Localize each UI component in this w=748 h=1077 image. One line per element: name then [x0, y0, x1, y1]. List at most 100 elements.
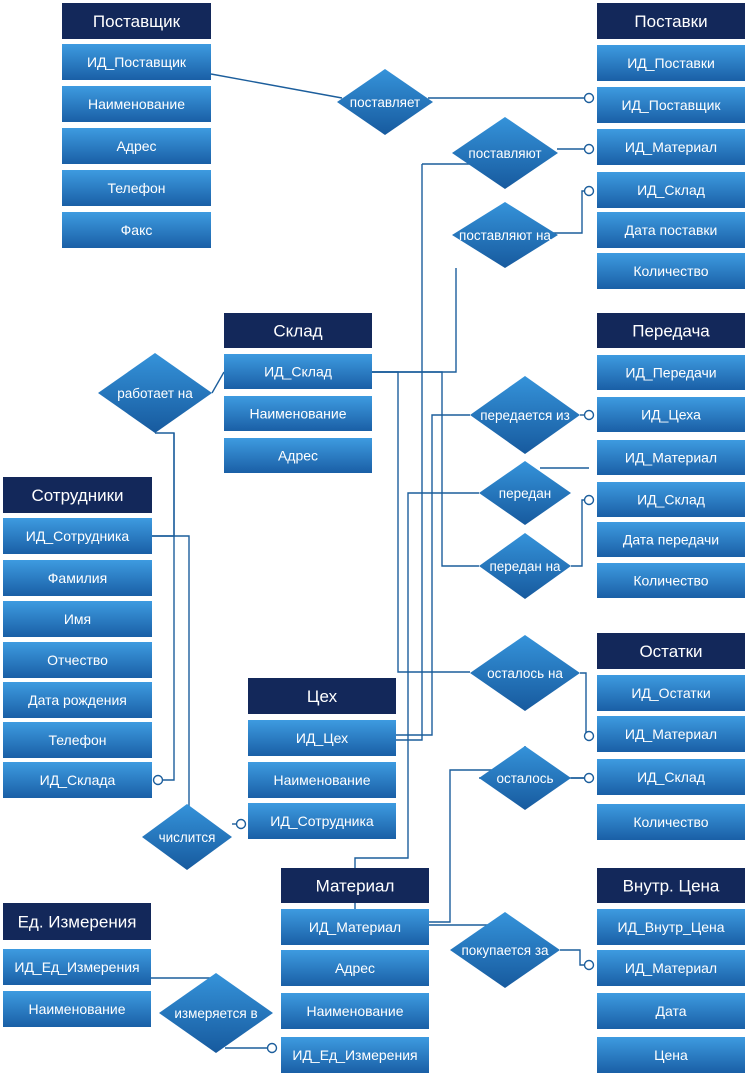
attribute-box[interactable]: [3, 518, 152, 554]
relation-supplies-rel[interactable]: поставляет: [337, 69, 433, 135]
attribute-label: Дата поставки: [625, 222, 718, 238]
attribute-label: Наименование: [306, 1003, 403, 1019]
attribute-box[interactable]: [597, 909, 745, 945]
relation-diamond[interactable]: [142, 804, 232, 870]
attribute-box[interactable]: [248, 803, 396, 839]
attribute-box[interactable]: [597, 397, 745, 432]
attribute-label: Телефон: [48, 732, 106, 748]
attribute-box[interactable]: [224, 396, 372, 431]
relation-transferred-from[interactable]: передается из: [470, 376, 580, 454]
attribute-box[interactable]: [3, 560, 152, 596]
relation-diamond[interactable]: [159, 973, 273, 1053]
relation-supply-to[interactable]: поставляют на: [452, 202, 558, 268]
relation-diamond[interactable]: [452, 117, 558, 189]
attribute-label: Адрес: [116, 138, 156, 154]
entity-remains: ОстаткиИД_ОстаткиИД_МатериалИД_СкладКоли…: [597, 633, 745, 840]
attribute-box[interactable]: [3, 949, 151, 985]
relation-diamond[interactable]: [470, 376, 580, 454]
attribute-box[interactable]: [281, 1037, 429, 1073]
attribute-box[interactable]: [3, 762, 152, 798]
connector-line: [372, 371, 479, 567]
relation-remains[interactable]: осталось: [479, 746, 571, 810]
relation-diamond[interactable]: [479, 533, 571, 599]
attribute-box[interactable]: [3, 601, 152, 637]
attribute-box[interactable]: [597, 759, 745, 795]
entity-supplier: ПоставщикИД_ПоставщикНаименованиеАдресТе…: [62, 3, 211, 248]
relation-remains-at[interactable]: осталось на: [470, 635, 580, 711]
attribute-box[interactable]: [597, 522, 745, 557]
attribute-box[interactable]: [281, 993, 429, 1029]
attribute-label: Цена: [654, 1047, 688, 1063]
attribute-box[interactable]: [62, 86, 211, 122]
relation-bought-for[interactable]: покупается за: [450, 912, 560, 988]
attribute-box[interactable]: [62, 128, 211, 164]
relation-transferred-to[interactable]: передан на: [479, 533, 571, 599]
attribute-box[interactable]: [597, 716, 745, 752]
attribute-box[interactable]: [597, 950, 745, 986]
attribute-box[interactable]: [597, 482, 745, 517]
entity-title-box: [597, 868, 745, 903]
attribute-label: Отчество: [47, 652, 108, 668]
entity-title: Ед. Измерения: [18, 913, 137, 932]
attribute-box[interactable]: [281, 950, 429, 986]
attribute-box[interactable]: [597, 355, 745, 390]
attribute-box[interactable]: [597, 1037, 745, 1073]
connector-line: [372, 268, 457, 373]
attribute-box[interactable]: [3, 682, 152, 718]
attribute-label: ИД_Цех: [296, 730, 348, 746]
attribute-box[interactable]: [248, 720, 396, 756]
attribute-box[interactable]: [597, 993, 745, 1029]
attribute-box[interactable]: [597, 87, 745, 123]
attribute-box[interactable]: [597, 563, 745, 598]
attribute-label: Наименование: [88, 96, 185, 112]
relation-diamond[interactable]: [337, 69, 433, 135]
attribute-box[interactable]: [597, 253, 745, 289]
attribute-box[interactable]: [224, 438, 372, 473]
relation-diamond[interactable]: [479, 746, 571, 810]
attribute-box[interactable]: [3, 991, 151, 1027]
relation-diamond[interactable]: [452, 202, 558, 268]
attribute-box[interactable]: [62, 170, 211, 206]
attribute-box[interactable]: [597, 675, 745, 711]
attribute-box[interactable]: [597, 804, 745, 840]
attribute-box[interactable]: [3, 642, 152, 678]
connector-line: [210, 73, 343, 99]
attribute-box[interactable]: [281, 909, 429, 945]
attribute-box[interactable]: [597, 129, 745, 165]
relations: поставляет поставляют поставляют на работае…: [98, 69, 580, 1053]
relation-transferred[interactable]: передан: [479, 461, 571, 525]
connector-line: [580, 672, 589, 737]
attribute-label: Факс: [121, 222, 153, 238]
relation-diamond[interactable]: [470, 635, 580, 711]
attribute-label: ИД_Материал: [625, 726, 717, 742]
attribute-box[interactable]: [62, 44, 211, 80]
relation-works-at[interactable]: работает на: [98, 353, 212, 433]
relation-supply-material[interactable]: поставляют: [452, 117, 558, 189]
entity-price: Внутр. ЦенаИД_Внутр_ЦенаИД_МатериалДатаЦ…: [597, 868, 745, 1073]
relation-measured-in[interactable]: измеряется в: [159, 973, 273, 1053]
attribute-box[interactable]: [62, 212, 211, 248]
attribute-label: Дата рождения: [28, 692, 127, 708]
relation-label: передается из: [480, 408, 570, 423]
attribute-label: ИД_Материал: [625, 960, 717, 976]
attribute-box[interactable]: [224, 354, 372, 389]
attribute-box[interactable]: [3, 722, 152, 758]
attribute-box[interactable]: [248, 762, 396, 798]
relation-endpoint-icon: [583, 730, 595, 742]
relation-diamond[interactable]: [98, 353, 212, 433]
relation-listed[interactable]: числится: [142, 804, 232, 870]
attribute-label: ИД_Склада: [40, 772, 116, 788]
attribute-box[interactable]: [597, 440, 745, 475]
attribute-box[interactable]: [597, 212, 745, 248]
relation-diamond[interactable]: [450, 912, 560, 988]
attribute-label: ИД_Материал: [625, 139, 717, 155]
entity-title: Материал: [316, 877, 395, 896]
attribute-label: ИД_Ед_Измерения: [292, 1047, 417, 1063]
attribute-box[interactable]: [597, 172, 745, 208]
relation-diamond[interactable]: [479, 461, 571, 525]
attribute-box[interactable]: [597, 45, 745, 81]
entity-title: Цех: [307, 687, 338, 706]
entity-title: Сотрудники: [31, 486, 123, 505]
attribute-label: Телефон: [107, 180, 165, 196]
